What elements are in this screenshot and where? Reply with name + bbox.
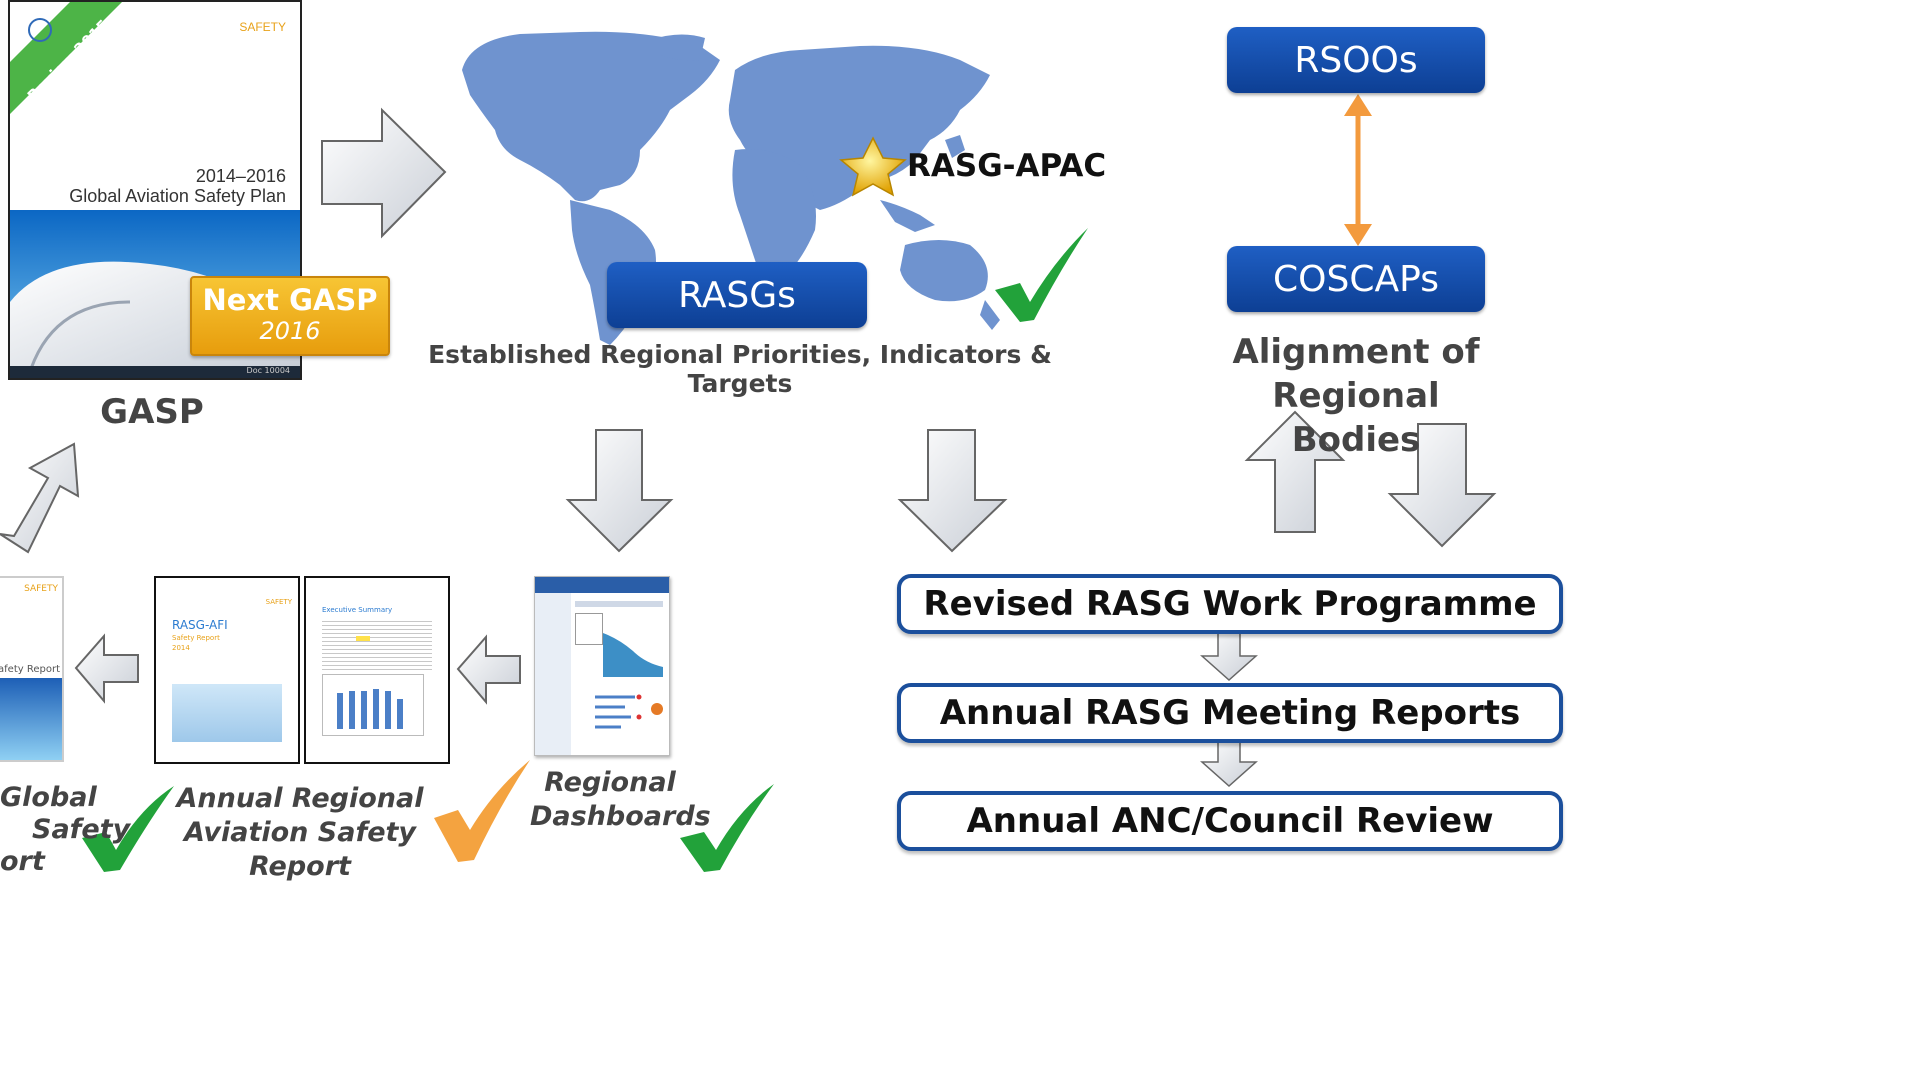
cover-series: SAFETY: [239, 20, 286, 34]
double-arrow-rsoos-coscaps: [1344, 94, 1372, 246]
rasgs-box: RASGs: [607, 262, 867, 328]
meeting-reports-box: Annual RASG Meeting Reports: [897, 683, 1563, 743]
check-icon-rasgs: [995, 228, 1088, 322]
regional-doc-year: 2014: [172, 644, 190, 652]
cover-doc-number: Doc 10004: [246, 366, 290, 375]
badge-year: 2016: [259, 317, 321, 345]
check-icon-regional-report: [434, 760, 530, 862]
global-report-caption: Global Safety ort: [0, 782, 131, 878]
dashboard-caption: Regional Dashboards: [530, 766, 711, 834]
rsoos-box: RSOOs: [1227, 27, 1485, 93]
regional-page-heading: Executive Summary: [322, 606, 393, 614]
alignment-caption-line-2: Bodies: [1291, 420, 1421, 460]
world-map: [462, 31, 1000, 345]
regional-doc-series: SAFETY: [265, 598, 292, 606]
check-icon-dashboards: [680, 784, 774, 872]
badge-title: Next GASP: [202, 283, 378, 317]
regional-dashboard-screenshot: [534, 576, 670, 756]
icao-logo-icon: [28, 18, 52, 42]
rasg-apac-label: RASG-APAC: [907, 148, 1107, 184]
dashboard-caption-line-1: Regional: [544, 767, 676, 798]
arrow-right-gasp-to-rasgs: [321, 107, 447, 239]
global-safety-report-doc: SAFETY Safety Report: [0, 576, 64, 762]
council-review-box: Annual ANC/Council Review: [897, 791, 1563, 851]
arrow-left-dashboard-to-regional: [456, 634, 521, 705]
global-caption-line-2: Safety: [32, 814, 131, 845]
regional-doc-subtitle: Safety Report: [172, 634, 220, 642]
regional-caption-line-1: Annual Regional: [176, 783, 424, 814]
coscaps-box: COSCAPs: [1227, 246, 1485, 312]
arrow-down-box-2-3: [1200, 739, 1258, 788]
gasp-cover: Review 2015 SAFETY 2014–2016 Global Avia…: [8, 0, 302, 380]
arrow-up-right-to-gasp: [0, 442, 80, 554]
arrow-down-box-1-2: [1200, 629, 1258, 682]
check-icon-global-report: [82, 786, 174, 872]
dashboard-caption-line-2: Dashboards: [530, 801, 711, 832]
regional-report-caption: Annual Regional Aviation Safety Report: [160, 782, 440, 884]
rasg-caption: Established Regional Priorities, Indicat…: [428, 340, 1052, 398]
cover-plan-title: Global Aviation Safety Plan: [69, 186, 286, 206]
next-gasp-badge: Next GASP 2016: [190, 276, 390, 356]
arrow-down-to-dashboards: [565, 429, 674, 553]
regional-doc-title: RASG-AFI: [172, 618, 228, 632]
global-doc-series: SAFETY: [24, 584, 58, 594]
global-doc-title: Safety Report: [0, 664, 60, 675]
alignment-caption: Alignment of Regional Bodies: [1160, 330, 1552, 462]
global-caption-line-3: ort: [0, 846, 45, 877]
rasg-apac-star-icon: [839, 136, 907, 197]
arrow-left-regional-to-global: [74, 633, 139, 704]
arrow-down-alignment: [1387, 423, 1497, 548]
regional-report-page: Executive Summary: [304, 576, 450, 764]
alignment-caption-line-1: Alignment of Regional: [1232, 332, 1480, 416]
cover-years: 2014–2016: [195, 166, 286, 186]
gasp-label: GASP: [100, 392, 204, 432]
regional-caption-line-2: Aviation Safety Report: [183, 817, 417, 882]
work-programme-box: Revised RASG Work Programme: [897, 574, 1563, 634]
arrow-up-alignment: [1244, 410, 1346, 533]
arrow-down-to-work-programme: [897, 429, 1008, 553]
regional-report-cover: SAFETY RASG-AFI Safety Report 2014: [154, 576, 300, 764]
global-caption-line-1: Global: [0, 782, 97, 813]
